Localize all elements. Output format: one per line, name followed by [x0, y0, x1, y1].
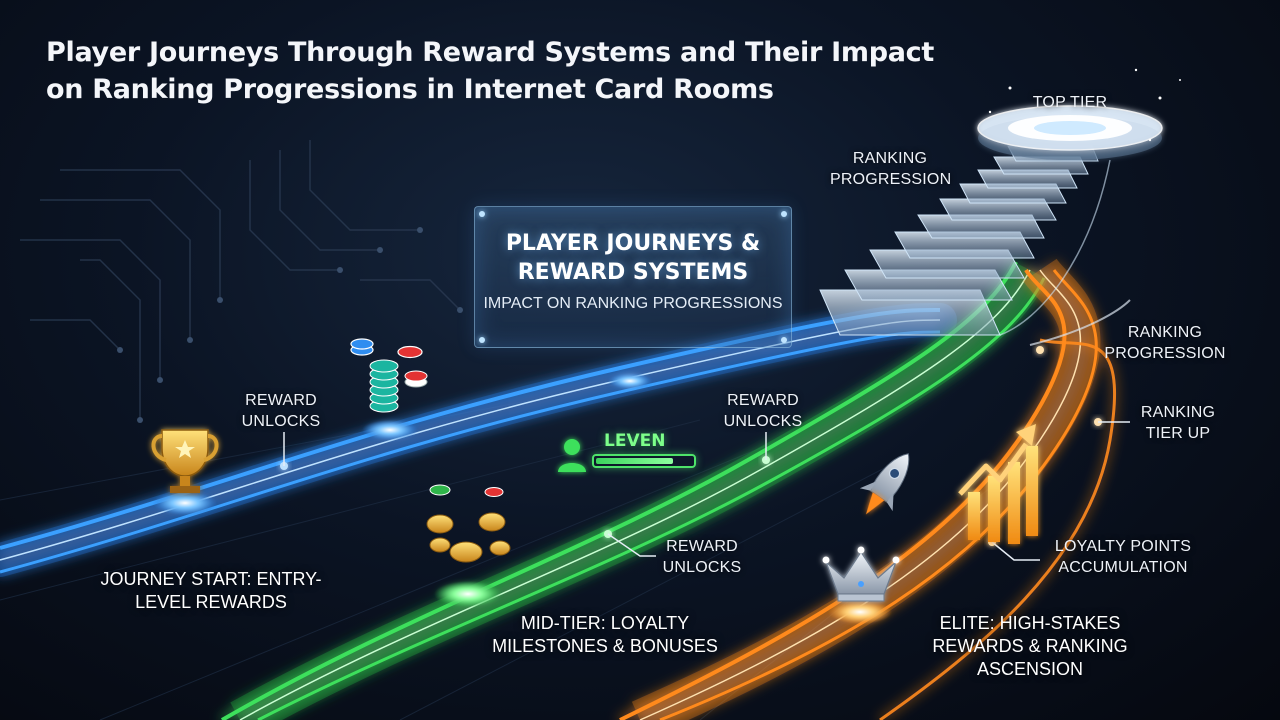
label-reward-unlocks-green-lower: REWARD UNLOCKS	[662, 538, 742, 576]
blue-node-pad	[362, 420, 418, 440]
label-reward-unlocks-blue: REWARD UNLOCKS	[241, 392, 321, 430]
label-ranking-progression-top: RANKING PROGRESSION	[830, 150, 952, 188]
panel-subtitle: IMPACT ON RANKING PROGRESSIONS	[483, 295, 783, 312]
crown-icon	[822, 546, 900, 602]
coin-pile-icon	[426, 484, 511, 563]
panel-node-pad	[608, 373, 652, 389]
level-progress-fill	[596, 458, 673, 464]
level-label: LEVEN	[604, 431, 666, 451]
center-panel: PLAYER JOURNEYS & REWARD SYSTEMS IMPACT …	[474, 206, 792, 348]
stage-mid-tier: MID-TIER: LOYALTY MILESTONES & BONUSES	[492, 613, 718, 656]
level-progress-bar	[592, 454, 696, 468]
trophy-icon	[151, 429, 219, 493]
rocket-icon	[859, 453, 910, 515]
elite-pad	[828, 600, 892, 624]
top-tier-platform	[977, 105, 1163, 160]
growth-arrow-icon	[958, 424, 1038, 544]
chip-stack-icon	[350, 338, 428, 413]
user-icon	[558, 439, 586, 472]
page-title: Player Journeys Through Reward Systems a…	[46, 37, 934, 105]
label-ranking-progression-right: RANKING PROGRESSION	[1104, 324, 1226, 362]
start-pad	[153, 491, 217, 515]
panel-corner-dot	[479, 337, 485, 343]
sparkles	[988, 68, 1181, 142]
circuit-nodes	[117, 227, 463, 423]
panel-corner-dot	[781, 337, 787, 343]
panel-title: PLAYER JOURNEYS & REWARD SYSTEMS	[505, 231, 761, 285]
panel-corner-dot	[781, 211, 787, 217]
stage-journey-start: JOURNEY START: ENTRY-LEVEL REWARDS	[100, 569, 322, 612]
stage-elite: ELITE: HIGH-STAKES REWARDS & RANKING ASC…	[932, 613, 1128, 679]
label-top-tier: TOP TIER	[1032, 94, 1108, 111]
ranking-curve	[1029, 299, 1131, 346]
label-loyalty-points: LOYALTY POINTS ACCUMULATION	[1054, 538, 1192, 576]
panel-corner-dot	[479, 211, 485, 217]
label-ranking-tier-up: RANKING TIER UP	[1140, 404, 1216, 442]
label-reward-unlocks-green-upper: REWARD UNLOCKS	[723, 392, 803, 430]
mid-pad	[434, 581, 502, 607]
circuit-background	[20, 140, 461, 420]
